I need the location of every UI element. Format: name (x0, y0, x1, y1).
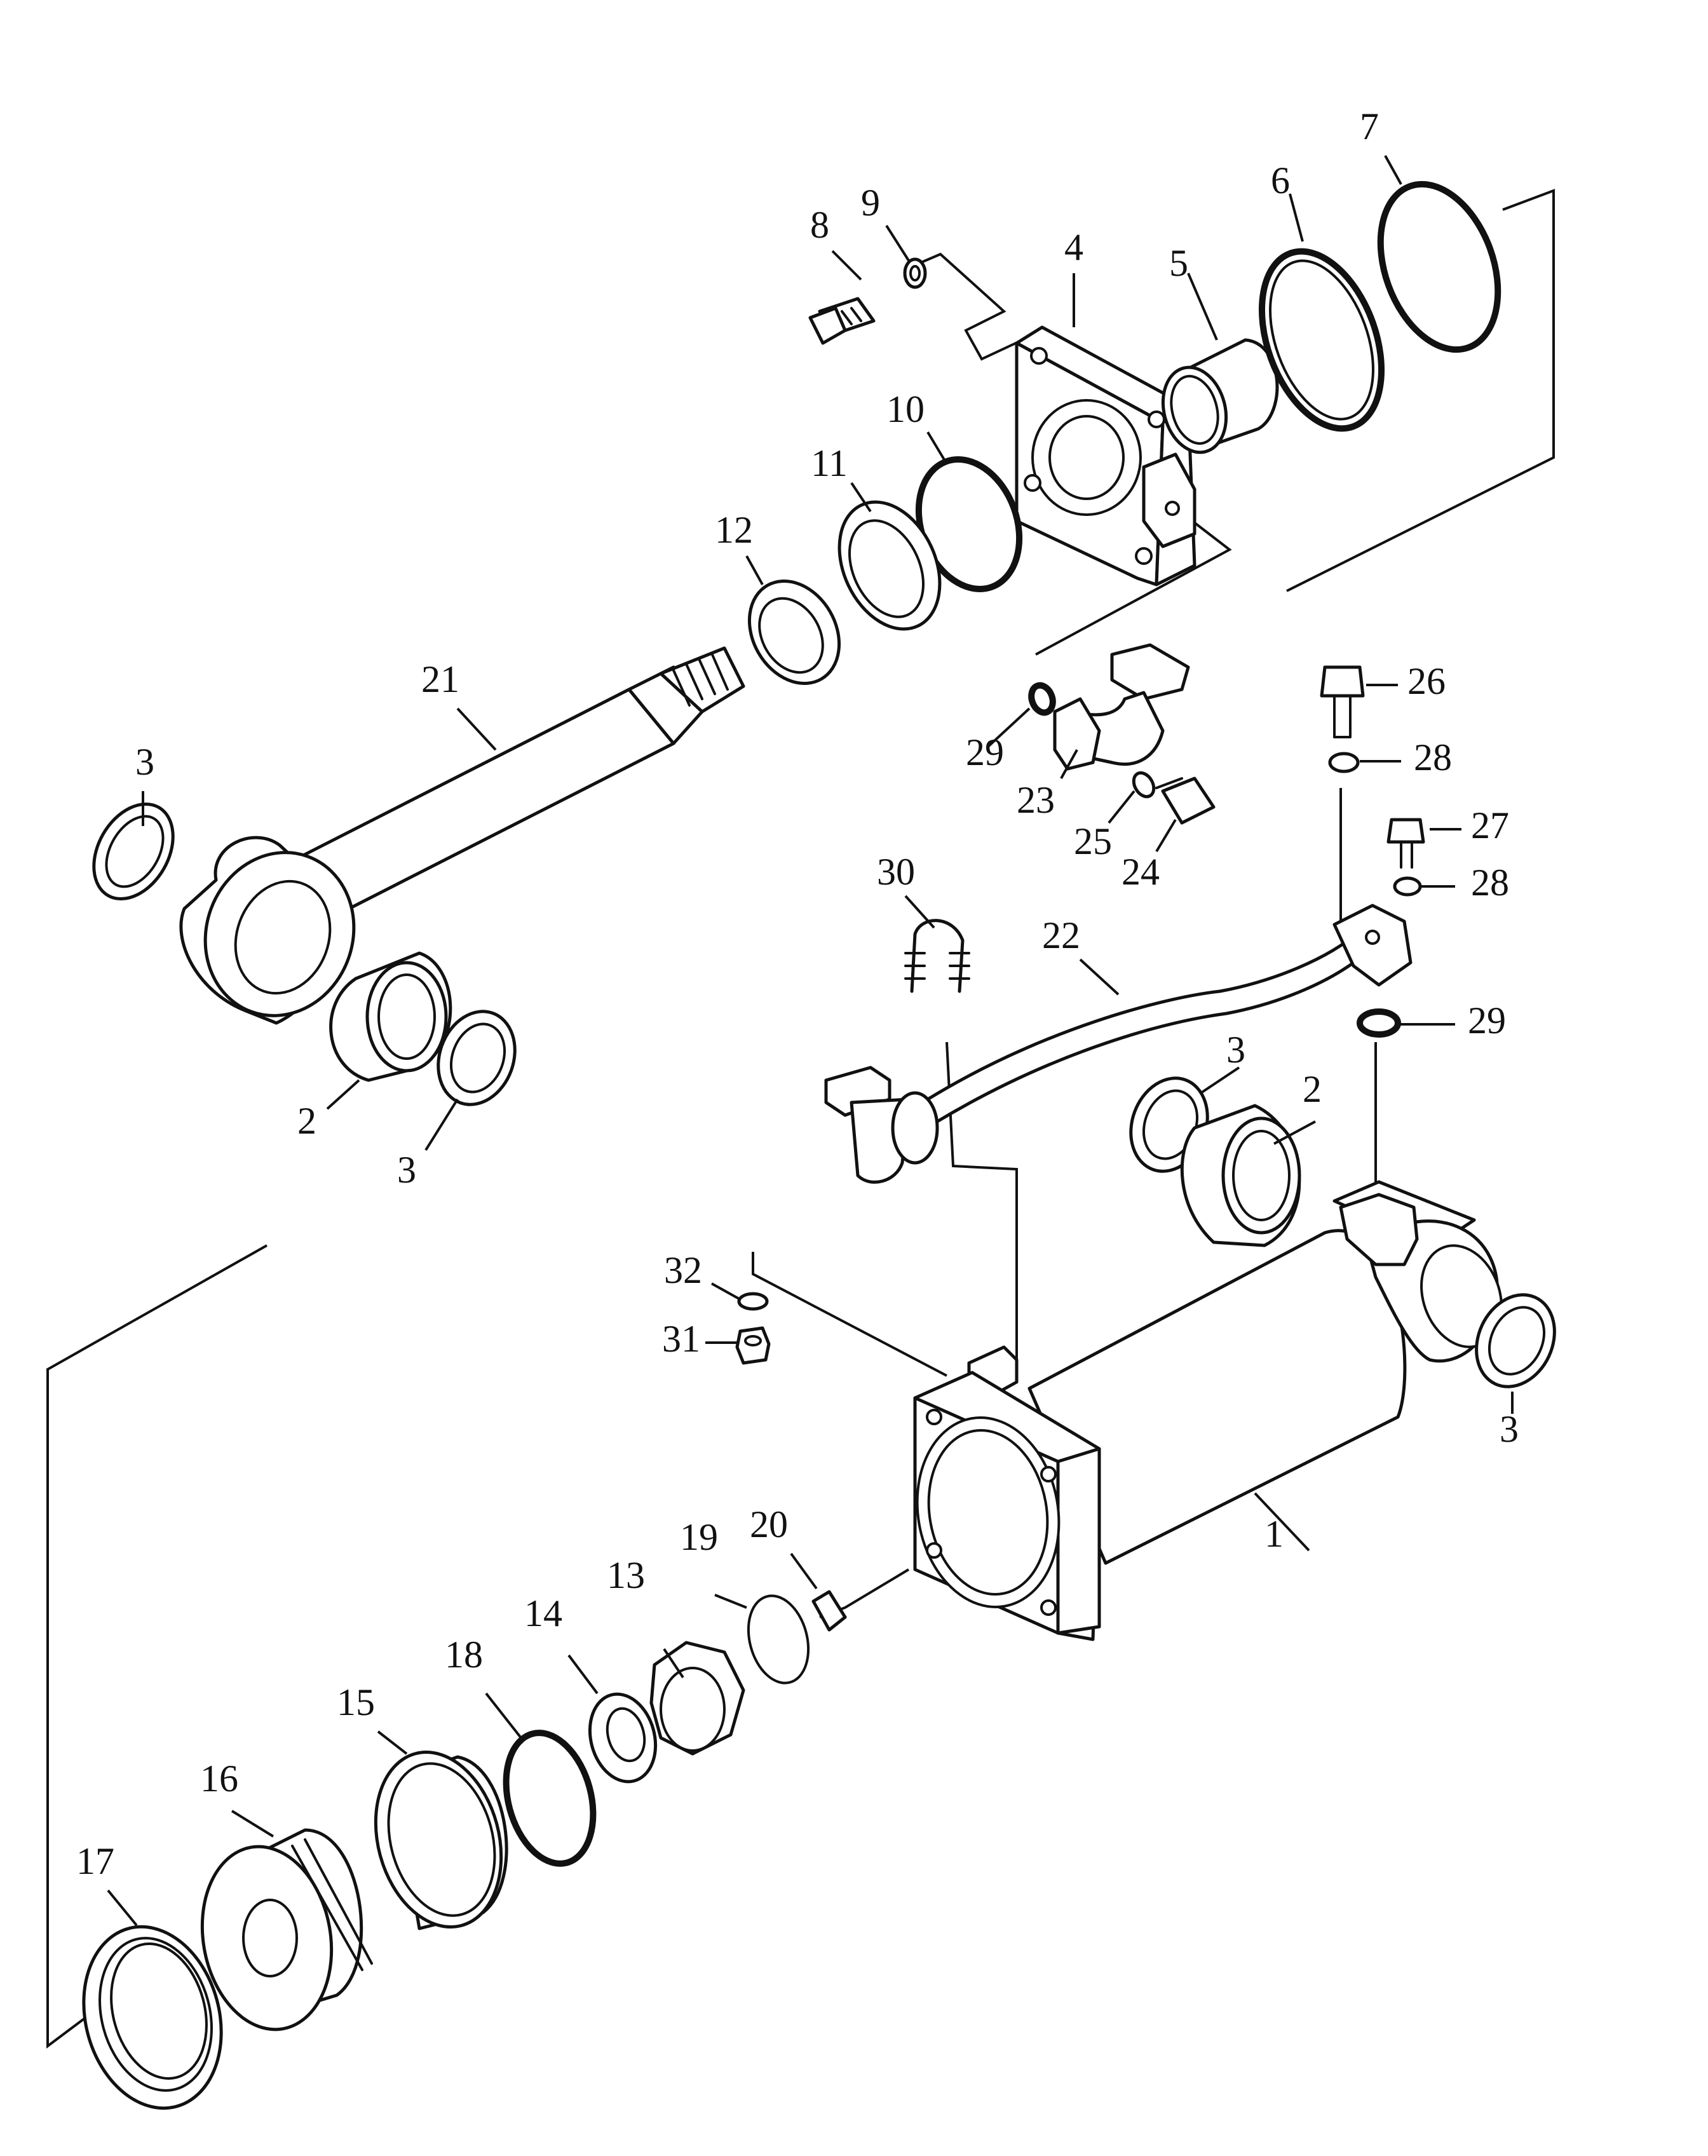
cylinder-tube (913, 1180, 1503, 1641)
callout-31: 31 (662, 1318, 700, 1360)
piston-rod (179, 646, 745, 1025)
bushing-12 (747, 580, 841, 685)
callout-25: 25 (1074, 820, 1112, 862)
head-flange (1015, 325, 1196, 586)
callout-27: 27 (1471, 804, 1509, 846)
washer-28-upper (1328, 752, 1360, 773)
ring-6 (1258, 248, 1385, 432)
o-ring-7 (1377, 180, 1501, 353)
callout-30: 30 (877, 851, 915, 893)
o-ring-18 (503, 1730, 597, 1867)
callout-19: 19 (680, 1516, 718, 1558)
callout-1: 1 (1264, 1513, 1284, 1555)
washer-28-lower (1393, 876, 1422, 897)
washer-32 (737, 1292, 769, 1311)
nut-31 (735, 1326, 771, 1365)
bushing-2-cylinder (1180, 1104, 1301, 1247)
callout-12: 12 (715, 509, 753, 551)
seal-11 (837, 500, 942, 631)
callout-4: 4 (1064, 226, 1083, 268)
wear-ring-15 (374, 1751, 508, 1930)
bushing-5 (1161, 338, 1279, 454)
callout-6: 6 (1271, 159, 1290, 201)
bolt-24 (1155, 776, 1216, 825)
o-ring-29-lower (1357, 1008, 1401, 1038)
o-ring-19 (747, 1594, 810, 1685)
callout-9: 9 (861, 182, 880, 224)
callout-10: 10 (886, 388, 925, 430)
washer-14 (588, 1692, 658, 1784)
callout-22: 22 (1042, 914, 1080, 956)
callout-8: 8 (810, 204, 829, 246)
callout-5: 5 (1169, 242, 1188, 284)
callout-2-cylinder: 2 (1303, 1068, 1322, 1110)
bolt-8 (808, 297, 876, 345)
piston-nut-13 (649, 1641, 745, 1756)
bolt-27 (1386, 818, 1425, 869)
tube-22 (824, 904, 1413, 1184)
u-bolt-30 (904, 919, 970, 993)
callout-3-cylinder-top: 3 (1226, 1029, 1245, 1071)
seal-3-rod-bottom (437, 1010, 517, 1106)
ring-17 (82, 1925, 223, 2110)
callout-3-cylinder-right: 3 (1500, 1408, 1519, 1450)
callout-26: 26 (1407, 660, 1446, 702)
seal-3-rod-left (92, 802, 175, 901)
bushing-2-rod (329, 951, 452, 1082)
callout-20: 20 (750, 1503, 788, 1545)
callout-29-lower: 29 (1468, 1000, 1506, 1041)
elbow-23 (1053, 643, 1190, 771)
callout-leaders (107, 155, 1514, 1927)
callout-14: 14 (524, 1592, 562, 1634)
callout-3-rod-bottom: 3 (397, 1149, 416, 1191)
callout-11: 11 (811, 442, 848, 484)
callout-28-lower: 28 (1471, 862, 1509, 904)
callout-17: 17 (76, 1840, 114, 1882)
assembly-bracket-lines (46, 189, 1555, 2049)
callout-21: 21 (421, 658, 459, 700)
callout-23: 23 (1017, 779, 1055, 821)
washer-9 (903, 257, 927, 289)
o-ring-29-upper (1028, 682, 1056, 716)
callout-16: 16 (200, 1758, 238, 1800)
callout-28-upper: 28 (1414, 736, 1452, 778)
washer-25 (1132, 771, 1156, 799)
seal-3-cylinder-right (1475, 1293, 1556, 1388)
callout-3-rod-left: 3 (135, 741, 154, 783)
callout-24: 24 (1122, 851, 1160, 893)
callout-15: 15 (337, 1681, 375, 1723)
plug-20 (811, 1590, 847, 1632)
bolt-26 (1320, 665, 1365, 738)
callout-7: 7 (1360, 105, 1379, 147)
callout-29-upper: 29 (966, 731, 1004, 773)
callout-18: 18 (445, 1634, 483, 1676)
piston-16 (200, 1828, 373, 2031)
callout-32: 32 (664, 1249, 702, 1291)
callout-2-rod: 2 (297, 1100, 316, 1142)
callout-labels: 1 2 2 3 3 3 3 4 5 6 7 8 9 10 11 12 13 14… (76, 105, 1519, 1882)
callout-13: 13 (607, 1554, 645, 1596)
